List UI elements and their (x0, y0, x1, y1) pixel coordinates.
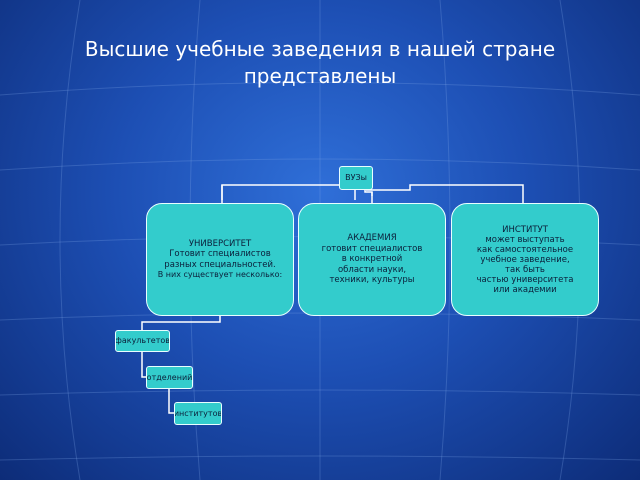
university-line-2: Готовит специалистов (169, 249, 271, 259)
slide-title-line-1: Высшие учебные заведения в нашей стране (84, 37, 556, 61)
root-node-vuzy: ВУЗы (339, 166, 373, 190)
academy-line-2: готовит специалистов (321, 243, 423, 254)
university-node: УНИВЕРСИТЕТ Готовит специалистов разных … (146, 203, 294, 316)
academy-line-4: области науки, (337, 264, 407, 275)
institute-line-7: или академии (493, 284, 557, 295)
academy-line-1: АКАДЕМИЯ (347, 233, 397, 244)
university-line-1: УНИВЕРСИТЕТ (188, 238, 252, 249)
sub-item-faculties-label: факультетов (115, 336, 170, 345)
institute-line-2: может выступать (485, 234, 565, 245)
academy-line-3: в конкретной (341, 254, 403, 265)
institute-line-4: учебное заведение, (480, 254, 570, 265)
sub-item-departments-label: отделений (146, 372, 193, 382)
university-line-3: разных специальностей. (164, 259, 276, 270)
sub-item-faculties: факультетов (115, 330, 170, 352)
sub-item-institutes-label: институтов (174, 408, 222, 418)
institute-line-6: частью университета (476, 274, 574, 285)
institute-line-5: так быть (505, 264, 545, 275)
sub-item-departments: отделений (146, 366, 193, 389)
institute-node: ИНСТИТУТ может выступать как самостоятел… (451, 203, 599, 316)
institute-line-1: ИНСТИТУТ (502, 224, 548, 235)
institute-line-3: как самостоятельное (476, 244, 574, 255)
root-node-label: ВУЗы (345, 173, 367, 182)
academy-line-5: техники, культуры (329, 275, 415, 286)
university-line-4: В них существует несколько: (157, 270, 283, 279)
slide-title-line-2: представлены (243, 64, 397, 88)
academy-node: АКАДЕМИЯ готовит специалистов в конкретн… (298, 203, 446, 316)
slide-title: Высшие учебные заведения в нашей стране … (0, 36, 640, 90)
sub-item-institutes: институтов (174, 402, 222, 425)
